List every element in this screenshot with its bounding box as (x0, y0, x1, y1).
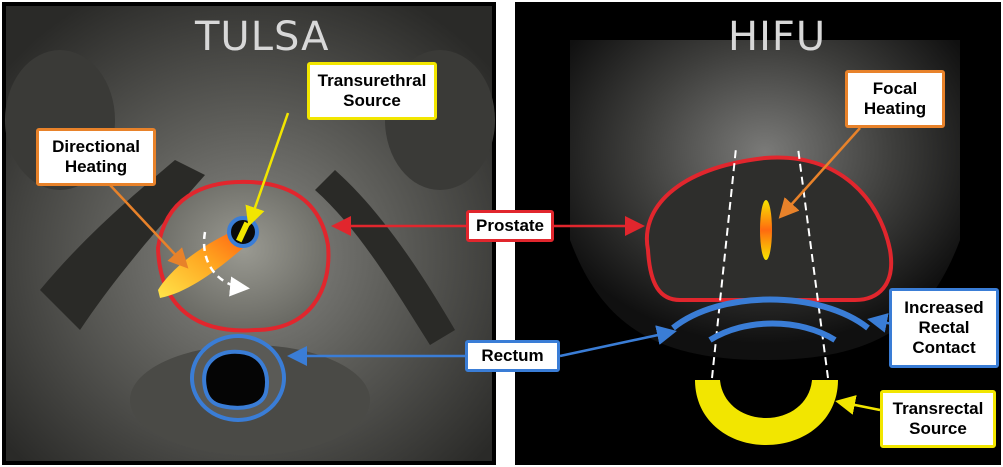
directional-heating-text: Directional Heating (52, 137, 140, 177)
prostate-text: Prostate (476, 216, 544, 236)
increased-rectal-contact-text: Increased Rectal Contact (904, 298, 983, 358)
prostate-label: Prostate (466, 210, 554, 242)
transrectal-source-text: Transrectal Source (893, 399, 984, 439)
focal-heating-zone (760, 200, 772, 260)
transurethral-source-text: Transurethral Source (318, 71, 427, 111)
rectum-label: Rectum (465, 340, 560, 372)
focal-heating-text: Focal Heating (864, 79, 926, 119)
tulsa-title: TULSA (195, 14, 330, 60)
hifu-title: HIFU (728, 14, 826, 60)
tulsa-rectum-lumen (204, 352, 267, 408)
rectum-text: Rectum (481, 346, 543, 366)
directional-heating-label: Directional Heating (36, 128, 156, 186)
tulsa-prostate-outline (158, 182, 328, 331)
focal-heating-label: Focal Heating (845, 70, 945, 128)
transrectal-source-label: Transrectal Source (880, 390, 996, 448)
increased-rectal-contact-label: Increased Rectal Contact (889, 288, 999, 368)
transurethral-source-label: Transurethral Source (307, 62, 437, 120)
